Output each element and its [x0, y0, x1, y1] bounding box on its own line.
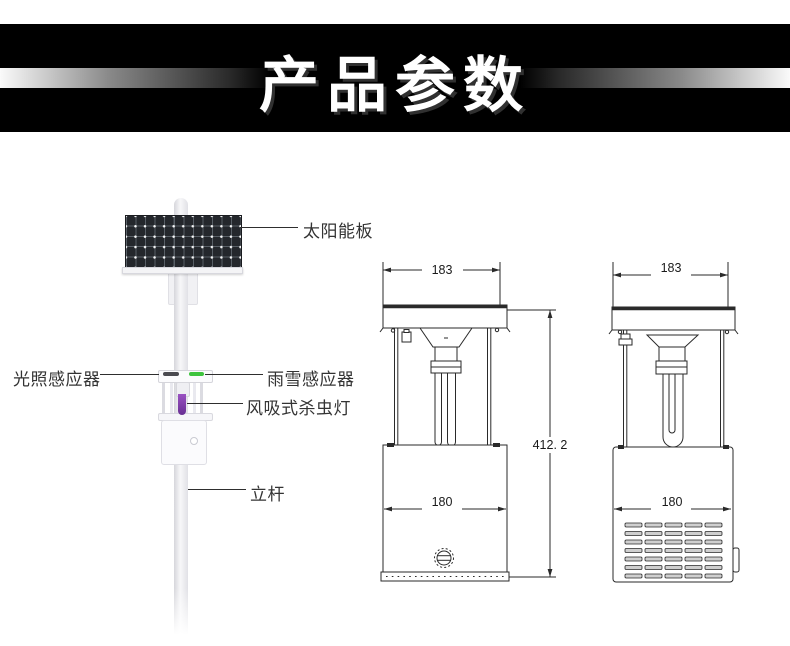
front-fan-and-lamp — [419, 327, 473, 447]
front-top-width-dimension: 183 — [382, 262, 501, 308]
front-cage-posts — [394, 328, 492, 447]
page-title: 产品参数 — [259, 51, 531, 119]
front-body-box — [382, 443, 508, 578]
front-body-width-value: 180 — [432, 495, 453, 509]
cage-post — [162, 382, 165, 415]
side-view-drawing: 183 180 — [585, 252, 790, 584]
label-insect-lamp: 风吸式杀虫灯 — [246, 399, 351, 418]
side-top-cap — [608, 306, 739, 335]
uv-lamp-tube — [178, 394, 186, 415]
front-body-width-dimension: 180 — [384, 495, 506, 512]
rain-snow-sensor-strip — [189, 372, 204, 376]
front-top-width-value: 183 — [432, 263, 453, 277]
callout-line-pole — [188, 489, 246, 490]
pole-bottom-fade — [170, 588, 194, 640]
side-top-width-dimension: 183 — [612, 261, 729, 309]
control-box — [161, 420, 207, 465]
front-base-plate — [380, 571, 510, 582]
solar-panel-frame — [122, 267, 243, 274]
callout-line-solar — [240, 227, 298, 228]
front-total-height-value: 412. 2 — [533, 438, 568, 452]
front-view-drawing: 183 180 — [360, 252, 572, 584]
label-rain-snow-sensor: 雨雪感应器 — [267, 370, 355, 389]
side-vent-grille — [624, 522, 723, 579]
callout-line-rain-sensor — [205, 374, 263, 375]
cage-post — [170, 382, 173, 415]
callout-line-light-sensor — [100, 374, 159, 375]
side-body-width-dimension: 180 — [614, 495, 731, 512]
label-pole: 立杆 — [250, 485, 285, 504]
solar-panel-illustration — [125, 215, 242, 269]
banner-stripe-right — [520, 68, 790, 88]
label-light-sensor: 光照感应器 — [13, 370, 101, 389]
side-top-width-value: 183 — [661, 261, 682, 275]
front-top-cap — [379, 304, 511, 333]
cage-post — [193, 382, 196, 415]
front-total-height-dimension: 412. 2 — [507, 309, 570, 578]
side-body-box — [612, 445, 740, 583]
light-sensor-strip — [163, 372, 179, 376]
label-solar-panel: 太阳能板 — [303, 222, 373, 241]
box-handle — [190, 437, 198, 445]
cage-post — [200, 382, 203, 415]
callout-line-insect-lamp — [187, 403, 243, 404]
side-body-width-value: 180 — [662, 495, 683, 509]
side-cage-posts — [618, 330, 725, 447]
banner-stripe-left — [0, 68, 270, 88]
front-screw-circle — [434, 548, 454, 568]
side-fan-and-lamp — [645, 334, 700, 448]
